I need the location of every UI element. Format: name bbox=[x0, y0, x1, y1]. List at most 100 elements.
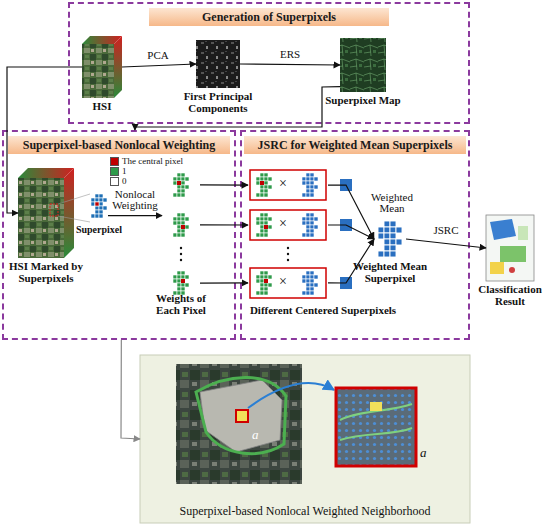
edge-label: Nonlocal Weighting bbox=[109, 189, 161, 211]
superpixel-shape bbox=[91, 194, 107, 218]
edge-label: ERS bbox=[280, 49, 300, 60]
group-heading: JSRC for Weighted Mean Superpixels bbox=[244, 136, 466, 154]
legend-text: 1 bbox=[122, 166, 127, 176]
flow-arrow bbox=[406, 239, 486, 248]
weighted-mean-superpixel bbox=[378, 221, 402, 257]
image-caption: HSI Marked by Superpixels bbox=[3, 260, 89, 284]
flow-arrow bbox=[122, 64, 196, 67]
superpixel-map-image bbox=[340, 38, 386, 92]
classification-map bbox=[500, 246, 526, 262]
image-caption: HSI bbox=[77, 100, 127, 112]
superpixel-stack: Different Centered Superpixels bbox=[248, 166, 328, 302]
marked-hsi-cube bbox=[50, 204, 58, 216]
centered-superpixels bbox=[250, 170, 352, 298]
image-caption: Superpixel bbox=[71, 224, 127, 236]
group-heading: Superpixel-based Nonlocal Weighting bbox=[8, 136, 230, 154]
legend-row: 0 bbox=[110, 176, 127, 186]
pixel-weights bbox=[180, 247, 182, 249]
marked-hsi-cube bbox=[58, 194, 90, 222]
centered-superpixels bbox=[302, 271, 318, 295]
superpixel-shape bbox=[91, 194, 107, 218]
classification-map bbox=[486, 215, 534, 281]
pixel-weights bbox=[173, 271, 189, 295]
centered-superpixels bbox=[250, 268, 326, 298]
group-box: Generation of SuperpixelsHSI First Princi… bbox=[68, 2, 470, 124]
pixel-weights bbox=[177, 181, 181, 185]
centered-superpixels bbox=[256, 271, 272, 295]
neighborhood-illustration bbox=[140, 355, 470, 523]
edge-label: JSRC bbox=[433, 225, 458, 236]
flow-arrow bbox=[240, 64, 340, 65]
pixel-weights bbox=[180, 259, 182, 261]
centered-superpixels bbox=[264, 279, 268, 283]
centered-superpixels bbox=[264, 225, 268, 229]
marked-hsi-cube bbox=[18, 178, 64, 258]
neighborhood-illustration bbox=[370, 402, 382, 411]
group-box: Superpixel-based Nonlocal WeightingHSI M… bbox=[2, 130, 236, 340]
legend-row: 1 bbox=[110, 166, 127, 176]
group-heading: Generation of Superpixels bbox=[149, 8, 389, 26]
classification-map bbox=[490, 219, 516, 240]
neighborhood-illustration bbox=[336, 388, 416, 466]
multiply-sign: × bbox=[279, 177, 287, 191]
pixel-weights bbox=[173, 213, 189, 237]
legend-text: 0 bbox=[122, 176, 127, 186]
image-caption: Weights of Each Pixel bbox=[143, 292, 219, 316]
hsi-image: HSI bbox=[82, 36, 122, 98]
neighborhood-illustration bbox=[140, 355, 470, 523]
neighborhood-illustration bbox=[248, 383, 334, 408]
image-caption: Weighted Mean Superpixel bbox=[334, 260, 446, 284]
image-caption: Different Centered Superpixels bbox=[248, 304, 398, 316]
centered-superpixels bbox=[260, 181, 264, 185]
centered-superpixels bbox=[302, 173, 318, 197]
legend-swatch bbox=[110, 167, 119, 176]
classification-map bbox=[486, 215, 534, 281]
classification-map bbox=[518, 226, 528, 240]
legend-swatch bbox=[110, 157, 119, 166]
hsi-cube bbox=[114, 36, 122, 98]
pixel-weights bbox=[173, 173, 189, 295]
result-image: Classification Result bbox=[486, 215, 534, 281]
centered-superpixels bbox=[302, 213, 318, 237]
centered-superpixels bbox=[340, 179, 352, 191]
centered-superpixels bbox=[250, 210, 326, 240]
weighted-mean-superpixel bbox=[378, 221, 402, 257]
hsi-cube bbox=[82, 36, 122, 98]
neighborhood-illustration bbox=[196, 377, 286, 453]
multiply-sign: × bbox=[279, 275, 287, 289]
flow-arrow bbox=[108, 215, 162, 216]
centered-superpixels bbox=[287, 259, 289, 261]
legend-text: The central pixel bbox=[122, 156, 183, 166]
neighborhood-illustration bbox=[176, 364, 302, 484]
image-caption: Superpixel Map bbox=[313, 94, 413, 106]
flow-arrow bbox=[121, 340, 140, 439]
region-letter: a bbox=[252, 428, 259, 441]
centered-superpixels bbox=[287, 253, 289, 255]
superpixel-map: Superpixel Map bbox=[340, 38, 386, 92]
region-letter: a bbox=[420, 446, 427, 459]
image-caption: First Principal Components bbox=[168, 90, 268, 114]
illustration-panel: Superpixel-based Nonlocal Weighted Neigh… bbox=[140, 355, 470, 523]
centered-superpixels bbox=[250, 170, 326, 200]
centered-superpixels bbox=[340, 219, 352, 231]
centered-superpixels bbox=[256, 213, 272, 237]
flow-arrow bbox=[328, 185, 374, 239]
multiply-sign: × bbox=[279, 217, 287, 231]
panel-caption: Superpixel-based Nonlocal Weighted Neigh… bbox=[140, 504, 470, 518]
pixel-weights bbox=[173, 173, 189, 197]
marked-hsi-cube bbox=[18, 168, 90, 258]
classification-map bbox=[490, 262, 504, 274]
centered-superpixels bbox=[256, 173, 272, 197]
classification-map bbox=[509, 267, 515, 273]
image-caption: Classification Result bbox=[478, 283, 542, 307]
centered-superpixels bbox=[340, 277, 352, 289]
centered-superpixels bbox=[287, 247, 289, 249]
superpixel-shape: Superpixel bbox=[90, 190, 108, 222]
pixel-weights bbox=[181, 225, 185, 229]
pixel-weights bbox=[180, 253, 182, 255]
marked-hsi-cube bbox=[64, 168, 74, 258]
edge-label: PCA bbox=[147, 50, 168, 61]
hsi-cube: HSI Marked by Superpixels bbox=[18, 168, 74, 258]
principal-component-image bbox=[196, 40, 240, 88]
edge-label: Weighted Mean bbox=[367, 192, 417, 214]
